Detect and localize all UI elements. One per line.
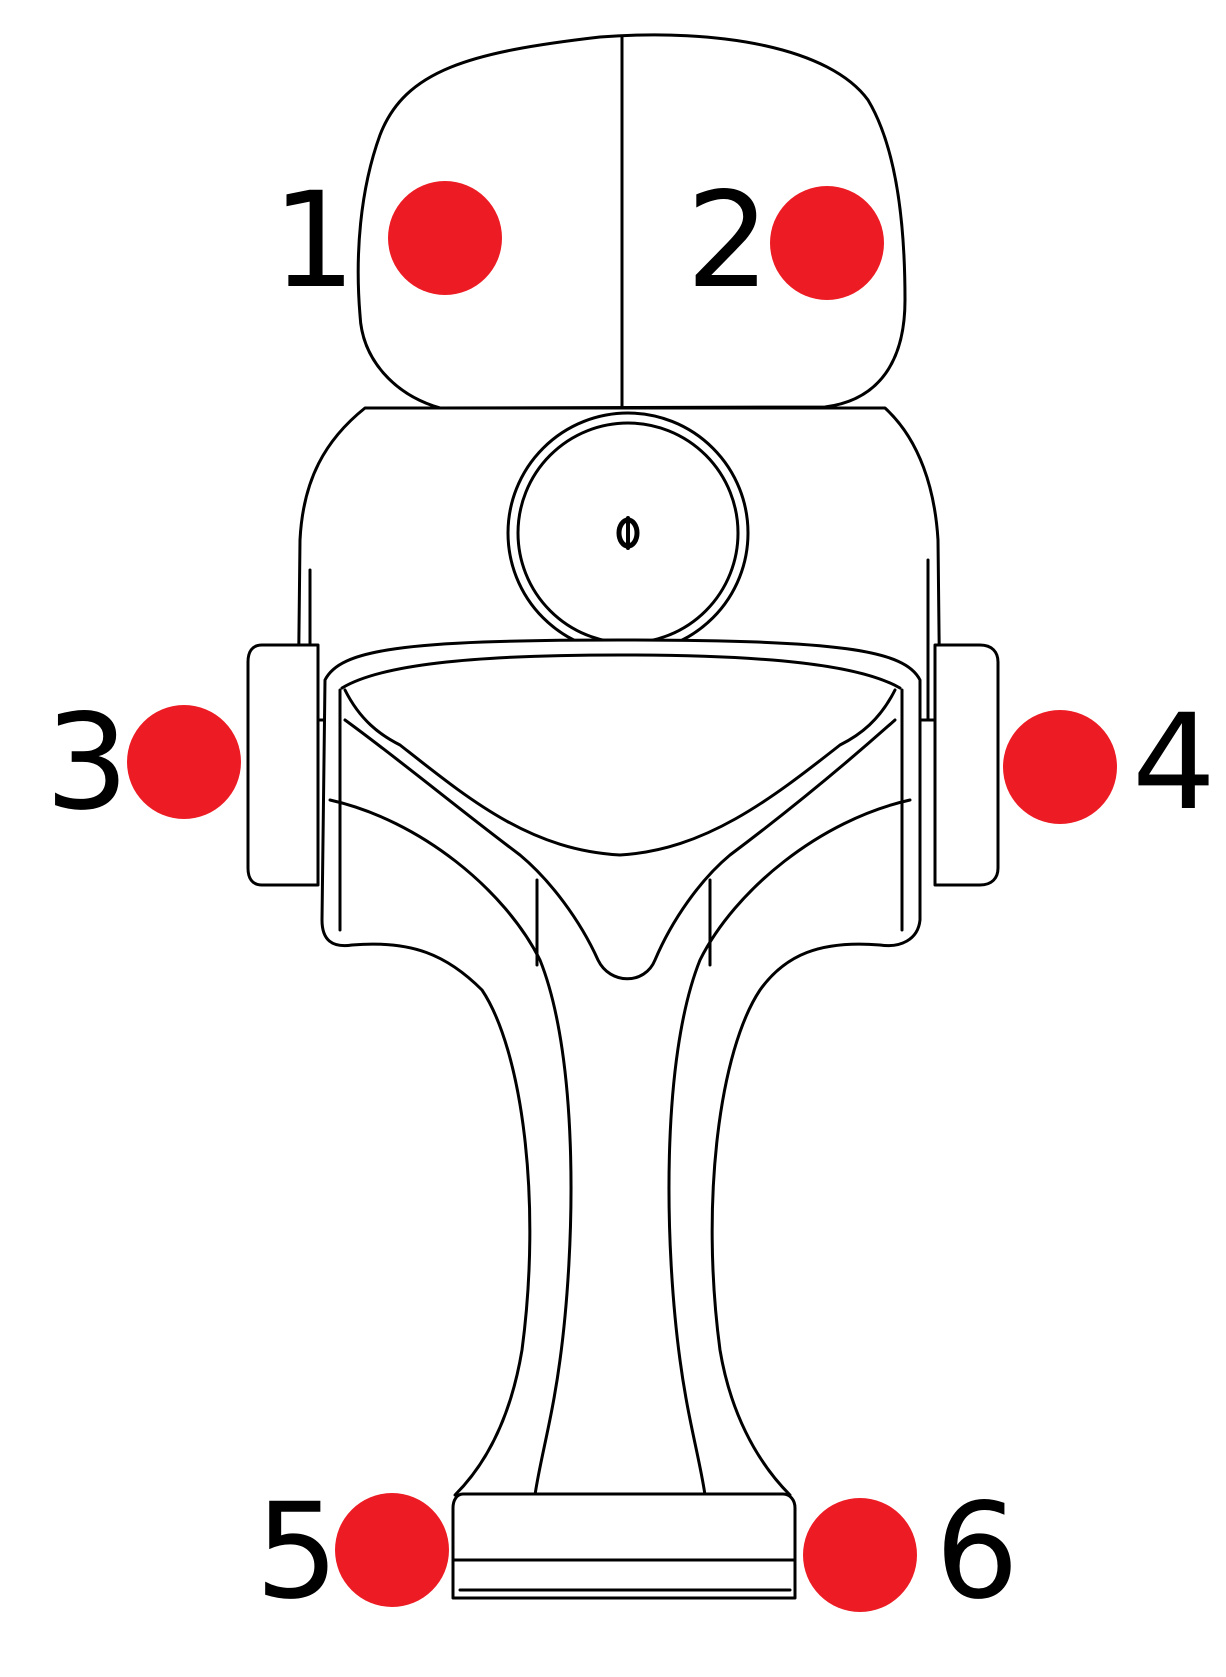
marker-3-dot [127, 705, 241, 819]
marker-3: 3 [45, 686, 241, 840]
marker-2: 2 [686, 164, 884, 318]
marker-6: 6 [803, 1475, 1019, 1629]
marker-1-dot [388, 181, 502, 295]
marker-5: 5 [255, 1475, 449, 1629]
marker-1-label: 1 [272, 164, 356, 318]
device-body-lower [320, 638, 922, 1497]
marker-4-dot [1003, 710, 1117, 824]
center-knob [506, 411, 750, 655]
device-base [451, 1492, 797, 1600]
marker-6-label: 6 [935, 1475, 1019, 1629]
marker-6-dot [803, 1498, 917, 1612]
marker-5-label: 5 [255, 1475, 339, 1629]
marker-3-label: 3 [45, 686, 129, 840]
marker-2-dot [770, 186, 884, 300]
side-tab-left [246, 643, 320, 887]
marker-4-label: 4 [1132, 686, 1216, 840]
marker-1: 1 [272, 164, 502, 318]
device-head [356, 33, 907, 412]
marker-4: 4 [1003, 686, 1216, 840]
marker-2-label: 2 [686, 164, 770, 318]
side-tab-right [933, 643, 1000, 887]
marker-5-dot [335, 1493, 449, 1607]
